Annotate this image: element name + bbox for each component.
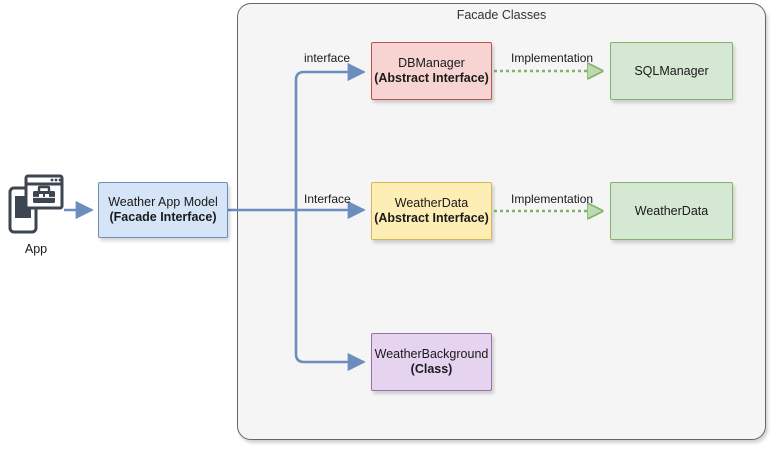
node-subtitle: (Class) <box>410 362 453 376</box>
edge-label-interface-dbmanager: interface <box>304 51 351 65</box>
node-title: SQLManager <box>634 63 709 78</box>
node-subtitle: (Facade Interface) <box>109 210 217 224</box>
edge-label-implementation-weatherdata: Implementation <box>511 192 594 206</box>
node-title: Weather App Model <box>108 195 218 209</box>
node-title: WeatherBackground <box>374 347 489 361</box>
edge-label-interface-weatherdata: Interface <box>304 192 351 206</box>
node-weatherdata-implementation[interactable]: WeatherData <box>610 182 733 240</box>
node-weatherbackground[interactable]: WeatherBackground (Class) <box>371 333 492 391</box>
node-subtitle: (Abstract Interface) <box>374 71 489 85</box>
node-weather-app-model[interactable]: Weather App Model (Facade Interface) <box>98 182 228 238</box>
edge-label-implementation-sqlmanager: Implementation <box>511 51 594 65</box>
node-title: WeatherData <box>634 203 709 218</box>
node-weatherdata-abstract[interactable]: WeatherData (Abstract Interface) <box>371 182 492 240</box>
facade-classes-group-title: Facade Classes <box>456 8 547 22</box>
node-subtitle: (Abstract Interface) <box>374 211 489 225</box>
node-dbmanager[interactable]: DBManager (Abstract Interface) <box>371 42 492 100</box>
app-caption: App <box>24 242 48 256</box>
edge-facade-to-dbmanager <box>294 62 366 210</box>
node-sqlmanager[interactable]: SQLManager <box>610 42 733 100</box>
app-window-toolbox-icon <box>8 174 64 236</box>
node-title: DBManager <box>398 56 465 70</box>
node-title: WeatherData <box>394 196 469 210</box>
edge-facade-to-weatherbackground <box>294 210 366 372</box>
